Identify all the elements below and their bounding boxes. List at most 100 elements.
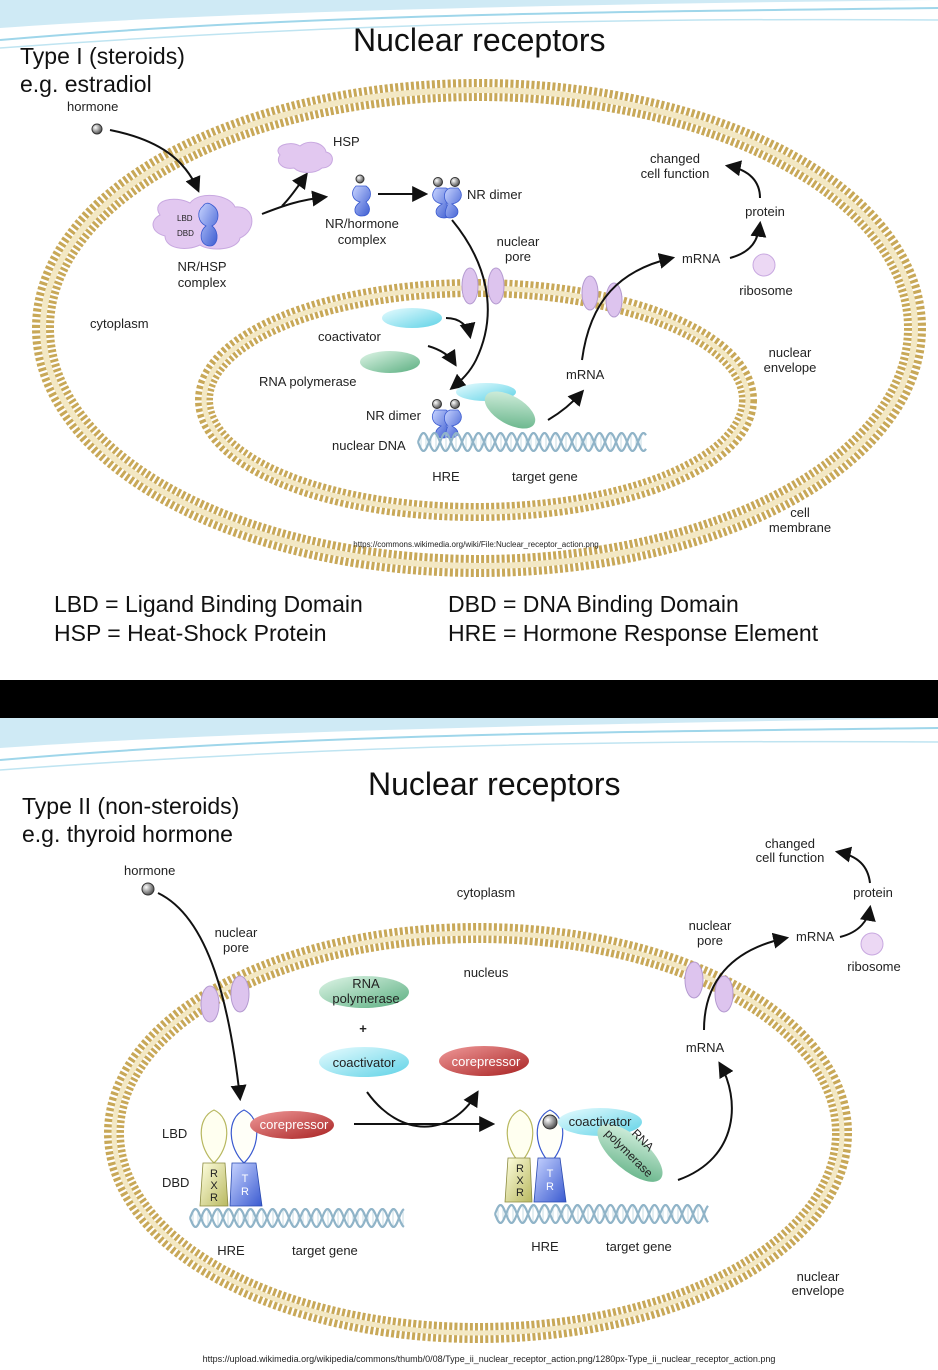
arrow-changed-function — [724, 160, 761, 199]
label-rna-pol-2: polymerase — [332, 991, 399, 1006]
label-hre-right: HRE — [531, 1239, 559, 1254]
label-nucleus: nucleus — [464, 965, 509, 980]
nuclear-pore-left — [461, 267, 505, 305]
header-waves-2 — [0, 718, 938, 771]
label-hormone-2: hormone — [124, 863, 175, 878]
label-nr-hormone-1: NR/hormone — [325, 216, 399, 231]
label-coactivator-2: coactivator — [333, 1055, 397, 1070]
label-nr-hsp-2: complex — [178, 275, 227, 290]
slide2-type-line1: Type II (non-steroids) — [22, 793, 240, 819]
label-plus: + — [359, 1021, 367, 1036]
label-nuclear-pore-left-2: pore — [223, 940, 249, 955]
arrow-changed-function-2 — [834, 846, 871, 884]
label-target-gene: target gene — [512, 469, 578, 484]
label-nuclear-envelope-1: nuclear — [769, 345, 812, 360]
nuclear-pore-right — [581, 275, 623, 318]
legend-hre: HRE = Hormone Response Element — [448, 620, 819, 646]
cell-membrane — [32, 79, 926, 577]
label-hre-left: HRE — [217, 1243, 245, 1258]
label-nr-dimer: NR dimer — [467, 187, 523, 202]
label-nuclear-envelope-2-1: nuclear — [797, 1269, 840, 1284]
label-mrna-cyto-2: mRNA — [796, 929, 835, 944]
label-ribosome: ribosome — [739, 283, 792, 298]
rna-polymerase-free-2 — [319, 976, 409, 1008]
label-rxr-r2: R — [210, 1192, 218, 1204]
label-cytoplasm: cytoplasm — [90, 316, 149, 331]
dna-helix-right — [493, 1204, 709, 1224]
label-lbd-2: LBD — [162, 1126, 187, 1141]
label-hsp: HSP — [333, 134, 360, 149]
nr-dimer-nucleus — [431, 383, 536, 439]
label-rna-polymerase: RNA polymerase — [259, 374, 357, 389]
label-nuclear-pore-right-1: nuclear — [689, 918, 732, 933]
nr-hormone-complex — [352, 174, 371, 217]
slide1-type-line2: e.g. estradiol — [20, 71, 152, 97]
label-coactivator: coactivator — [318, 329, 382, 344]
label-nuclear-dna: nuclear DNA — [332, 438, 406, 453]
arrow-hormone-in — [109, 129, 201, 193]
coactivator-free-2 — [319, 1047, 409, 1077]
legend-lbd: LBD = Ligand Binding Domain — [54, 591, 363, 617]
nr-dimer-cytoplasm — [432, 177, 462, 219]
hsp-protein — [277, 141, 333, 173]
arrow-translation-2 — [839, 904, 876, 938]
arrow-to-hsp — [281, 172, 308, 207]
label-nuclear-pore-right-2: pore — [697, 933, 723, 948]
label-changed-1: changed — [650, 151, 700, 166]
label-cytoplasm-2: cytoplasm — [457, 885, 516, 900]
dna-helix-left — [188, 1208, 405, 1228]
label-lbd: LBD — [177, 214, 193, 223]
label-mrna-cyto: mRNA — [682, 251, 721, 266]
arrow-to-nr-hormone — [261, 190, 329, 215]
nuclear-pore-right-2 — [684, 961, 734, 1013]
label-target-gene-right: target gene — [606, 1239, 672, 1254]
legend-hsp: HSP = Heat-Shock Protein — [54, 620, 327, 646]
label-mrna-nucleus-2: mRNA — [686, 1040, 725, 1055]
coactivator-free — [382, 308, 442, 328]
label-rxr-r-active: R — [516, 1163, 524, 1175]
label-target-gene-left: target gene — [292, 1243, 358, 1258]
corepressor-free-2 — [439, 1046, 529, 1076]
label-nuclear-envelope-2: envelope — [764, 360, 817, 375]
label-changed-2: cell function — [641, 166, 710, 181]
slide1-type-line1: Type I (steroids) — [20, 43, 185, 69]
label-nr-hsp-1: NR/HSP — [177, 259, 226, 274]
label-protein-2: protein — [853, 885, 893, 900]
arrow-transcription-2 — [677, 1061, 734, 1181]
slide-type-2: hormone nuclear pore cytoplasm nucleus n… — [0, 718, 938, 1370]
slide2-diagram: hormone nuclear pore cytoplasm nucleus n… — [0, 718, 938, 1364]
label-rxr-r2-active: R — [516, 1187, 524, 1199]
slide2-type-line2: e.g. thyroid hormone — [22, 821, 233, 847]
arrow-exchange — [366, 1090, 479, 1128]
slide2-title: Nuclear receptors — [368, 766, 621, 802]
label-hormone: hormone — [67, 99, 118, 114]
label-dbd-2: DBD — [162, 1175, 189, 1190]
label-tr-r: R — [241, 1186, 249, 1198]
rna-polymerase-free — [360, 351, 420, 373]
source-link-2[interactable]: https://upload.wikimedia.org/wikipedia/c… — [203, 1354, 776, 1364]
source-link-1[interactable]: https://commons.wikimedia.org/wiki/File:… — [353, 540, 598, 549]
rxr-tr-active — [504, 1108, 663, 1203]
rxr-tr-repressed — [199, 1109, 334, 1207]
label-mrna-nucleus: mRNA — [566, 367, 605, 382]
label-rxr-r: R — [210, 1168, 218, 1180]
label-tr-t: T — [242, 1173, 249, 1185]
label-corepressor-free: corepressor — [452, 1054, 521, 1069]
label-nuclear-envelope-2-2: envelope — [792, 1283, 845, 1298]
arrow-transcription — [547, 389, 585, 421]
slide-type-1: hormone HSP LBD DBD NR/HSP complex NR/ho… — [0, 0, 938, 680]
ribosome-shape — [752, 253, 776, 277]
label-coactivator-bound: coactivator — [569, 1114, 633, 1129]
label-protein: protein — [745, 204, 785, 219]
label-tr-r-active: R — [546, 1181, 554, 1193]
nuclear-envelope-2 — [104, 923, 852, 1343]
label-nuclear-pore-left-1: nuclear — [215, 925, 258, 940]
arrow-polymerase — [427, 345, 457, 367]
arrow-mrna-export-2 — [703, 932, 790, 1031]
label-ribosome-2: ribosome — [847, 959, 900, 974]
label-cell-membrane-1: cell — [790, 505, 810, 520]
nr-hsp-complex — [152, 194, 253, 250]
label-changed-2-1: changed — [765, 836, 815, 851]
label-dbd: DBD — [177, 229, 194, 238]
nuclear-pore-left-2 — [200, 975, 250, 1023]
